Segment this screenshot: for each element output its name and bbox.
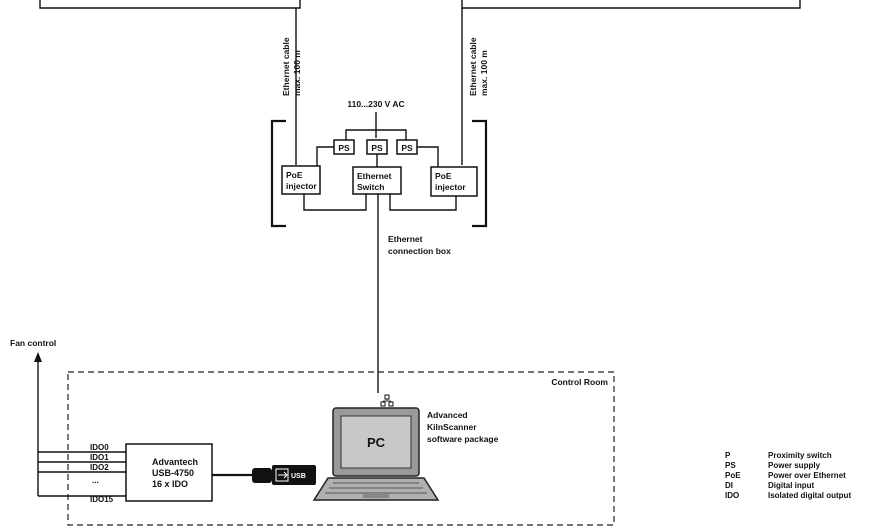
fan-control-arrow-icon: [34, 352, 42, 362]
output-label-ellipsis: ...: [92, 476, 99, 485]
output-label-ido2: IDO2: [90, 463, 109, 472]
link-right-injector: [389, 194, 457, 211]
legend-abbr: IDO: [725, 491, 739, 500]
output-label-ido1: IDO1: [90, 453, 109, 462]
ps-left-wire: [316, 146, 334, 166]
fan-control-label: Fan control: [10, 338, 56, 348]
top-left-frame: [39, 0, 301, 9]
laptop-icon: [312, 407, 440, 501]
left-cable-label: Ethernet cable max. 100 m: [281, 37, 302, 96]
ps-label-center: PS: [371, 143, 383, 153]
legend-abbr: PoE: [725, 471, 741, 480]
right-cable-label-line2: max. 100 m: [479, 50, 489, 96]
right-cable-label: Ethernet cable max. 100 m: [468, 37, 489, 96]
usb-plug-icon: [252, 465, 316, 485]
output-label-ido15: IDO15: [90, 495, 114, 504]
poe-injector-left: [281, 165, 321, 195]
legend-abbr: DI: [725, 481, 733, 490]
poe-injector-right: [430, 166, 478, 197]
network-port-icon: [380, 394, 394, 407]
ps-label-left: PS: [338, 143, 350, 153]
legend-abbr: PS: [725, 461, 736, 470]
box-bracket-left: [270, 119, 286, 228]
advantech-line2: USB-4750: [152, 468, 194, 478]
legend-desc: Proximity switch: [768, 451, 832, 460]
legend: P Proximity switch PS Power supply PoE P…: [725, 451, 851, 500]
left-cable-label-line2: max. 100 m: [292, 50, 302, 96]
right-cable-label-line1: Ethernet cable: [468, 37, 478, 96]
connection-box-label-line1: Ethernet: [388, 234, 423, 244]
poe-left-line2: injector: [286, 181, 317, 191]
poe-right-line2: injector: [435, 182, 466, 192]
legend-abbr: P: [725, 451, 731, 460]
pc-label: PC: [367, 435, 386, 450]
power-input-label: 110...230 V AC: [347, 99, 404, 109]
left-cable-label-line1: Ethernet cable: [281, 37, 291, 96]
top-right-frame: [461, 0, 801, 9]
advantech-line1: Advantech: [152, 457, 198, 467]
output-label-ido0: IDO0: [90, 443, 109, 452]
control-room-area: [67, 371, 615, 526]
legend-desc: Digital input: [768, 481, 815, 490]
legend-desc: Power supply: [768, 461, 821, 470]
poe-left-line1: PoE: [286, 170, 303, 180]
advantech-box: [125, 443, 213, 502]
switch-line2: Switch: [357, 182, 384, 192]
software-line1: Advanced: [427, 410, 468, 420]
ps-label-right: PS: [401, 143, 413, 153]
legend-desc: Power over Ethernet: [768, 471, 846, 480]
control-room-label: Control Room: [551, 377, 608, 387]
software-line2: KilnScanner: [427, 422, 477, 432]
legend-desc: Isolated digital output: [768, 491, 851, 500]
power-bus: [345, 129, 407, 140]
ethernet-switch: [352, 166, 402, 195]
link-left-injector: [303, 194, 367, 211]
connection-box-label-line2: connection box: [388, 246, 451, 256]
ps-right-wire: [417, 146, 439, 167]
poe-right-line1: PoE: [435, 171, 452, 181]
software-line3: software package: [427, 434, 499, 444]
box-bracket-right: [472, 119, 488, 228]
advantech-line3: 16 x IDO: [152, 479, 188, 489]
usb-label: USB: [291, 473, 306, 480]
switch-line1: Ethernet: [357, 171, 392, 181]
